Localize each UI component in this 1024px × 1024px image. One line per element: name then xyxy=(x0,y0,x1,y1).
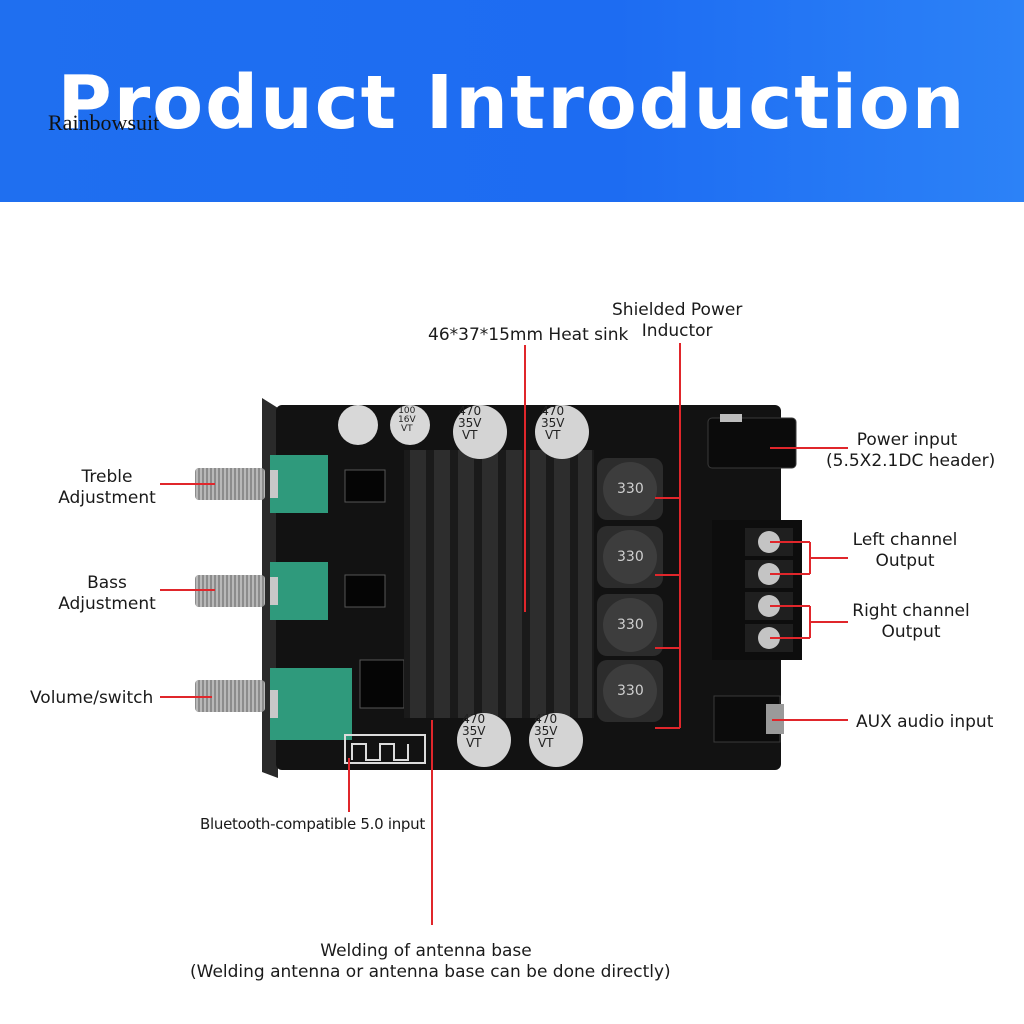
treble-knob-icon xyxy=(195,468,265,500)
antenna-label: Welding of antenna base(Welding antenna … xyxy=(190,941,671,982)
dc-power-jack xyxy=(707,414,797,469)
inductor-marking: 330 xyxy=(617,683,644,699)
treble-potentiometer xyxy=(270,455,328,513)
inductor-marking: 330 xyxy=(617,481,644,497)
header-banner: Product Introduction xyxy=(0,0,1024,202)
aux-label: AUX audio input xyxy=(856,712,994,732)
heat-sink-label: 46*37*15mm Heat sink xyxy=(428,325,629,345)
volume-label: Volume/switch xyxy=(30,688,154,708)
pointer-lines xyxy=(160,343,848,925)
power-input-label: Power input(5.5X2.1DC header) xyxy=(826,430,996,471)
ic-chip xyxy=(344,469,386,503)
volume-knob-icon xyxy=(195,680,265,712)
ic-chip xyxy=(359,659,405,709)
bluetooth-antenna-trace xyxy=(344,734,426,764)
large-capacitor xyxy=(453,405,589,767)
page-title: Product Introduction xyxy=(57,60,967,146)
volume-potentiometer xyxy=(270,668,352,740)
small-capacitor xyxy=(338,405,430,445)
inductor-marking: 330 xyxy=(617,617,644,633)
inductor-marking: 330 xyxy=(617,549,644,565)
bass-potentiometer xyxy=(270,562,328,620)
power-inductor xyxy=(597,458,663,722)
aux-jack xyxy=(713,695,784,743)
brand-watermark: Rainbowsuit xyxy=(48,110,160,135)
bass-knob-icon xyxy=(195,575,265,607)
heat-sink xyxy=(404,450,594,718)
bluetooth-label: Bluetooth-compatible 5.0 input xyxy=(200,815,425,833)
ic-chip xyxy=(344,574,386,608)
